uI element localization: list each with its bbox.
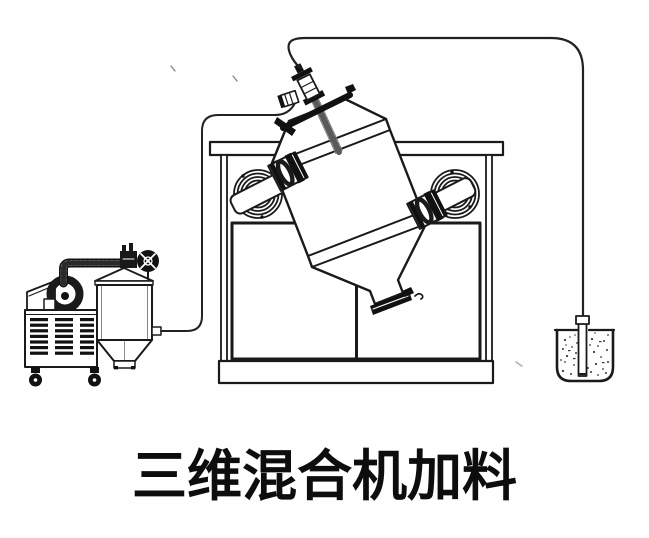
vacuum-pump-cart bbox=[24, 258, 126, 387]
discharge-clamp bbox=[370, 287, 424, 315]
receiver-hopper bbox=[94, 243, 162, 370]
casters bbox=[29, 367, 101, 387]
stand-right-wall bbox=[485, 154, 493, 362]
trunnion-collar-left bbox=[267, 151, 309, 192]
feed-hose bbox=[287, 36, 585, 320]
stand-left-wall bbox=[220, 154, 228, 362]
hopper-body bbox=[96, 284, 153, 341]
scan-specks bbox=[170, 65, 523, 367]
bucket-outline bbox=[555, 328, 615, 383]
hopper-outlet bbox=[113, 360, 136, 369]
diagram-caption: 三维混合机加料 bbox=[131, 445, 517, 507]
material-specks bbox=[560, 332, 609, 376]
feeder-inlet-nozzle bbox=[277, 89, 300, 109]
suction-lance bbox=[575, 315, 590, 377]
hopper-hand-wheel-icon bbox=[137, 250, 159, 280]
drum-lid bbox=[274, 84, 356, 136]
hopper-side-stub bbox=[151, 326, 162, 336]
stand-base bbox=[217, 359, 495, 385]
vent-louvers bbox=[30, 318, 94, 355]
material-bucket bbox=[553, 315, 616, 383]
trunnion-collar-right bbox=[406, 189, 448, 230]
suction-pipe-elbow-icon bbox=[59, 258, 126, 288]
vacuum-hose bbox=[160, 102, 296, 332]
